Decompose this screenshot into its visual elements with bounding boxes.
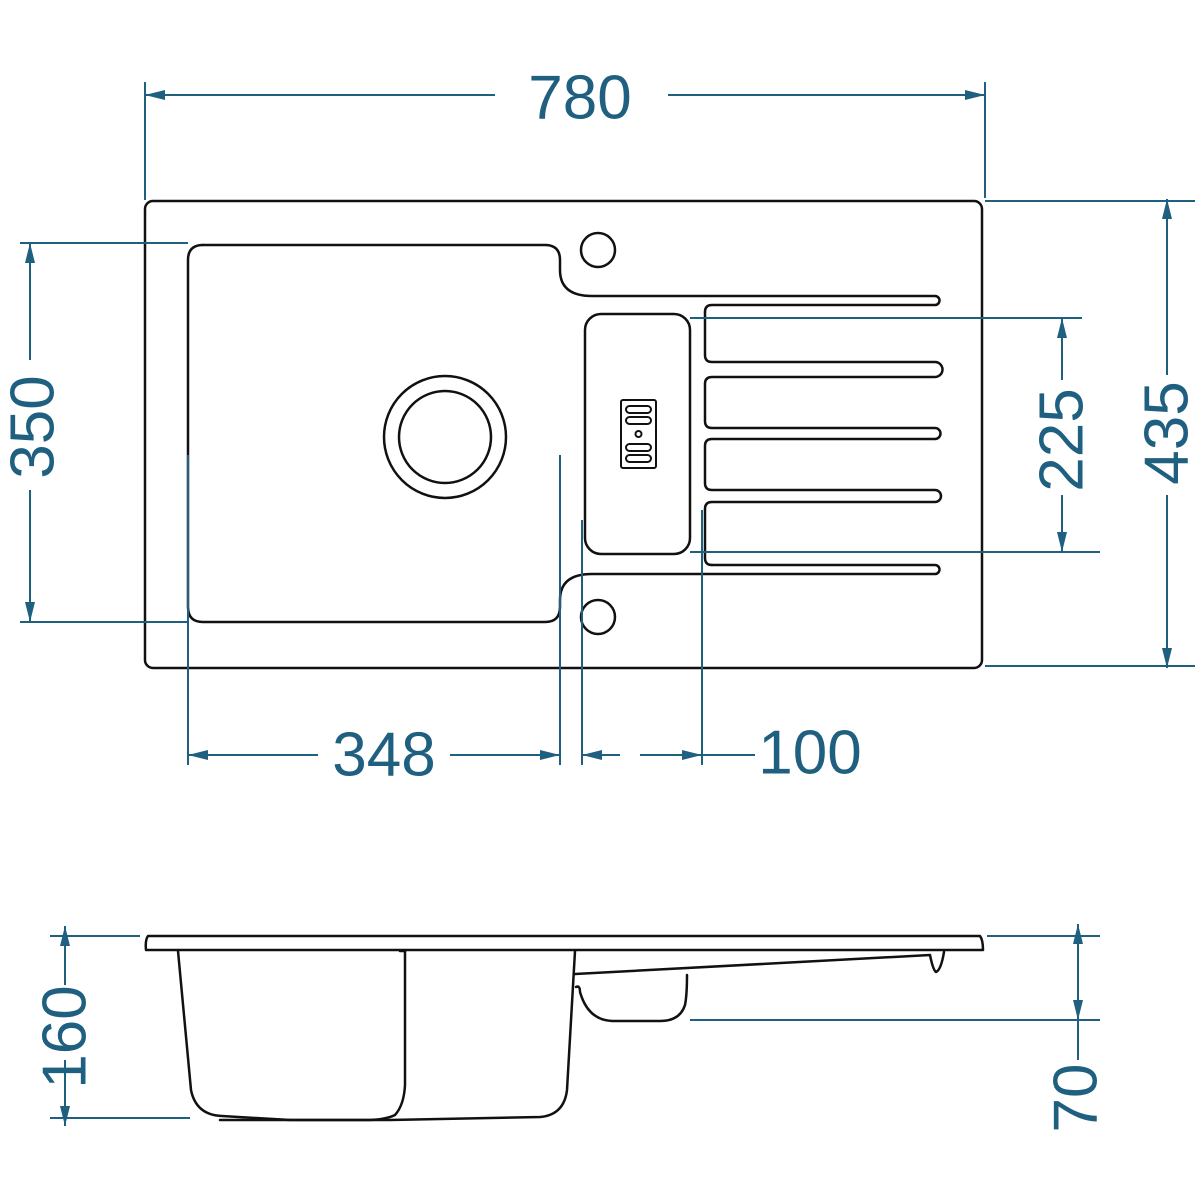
dim-small-bowl-length: 225 bbox=[690, 317, 1100, 553]
dim-small-bowl-width: 100 bbox=[581, 510, 862, 788]
label-780: 780 bbox=[528, 64, 631, 133]
side-drainer bbox=[573, 950, 946, 976]
dim-bowl-height: 160 bbox=[31, 926, 190, 1126]
label-348: 348 bbox=[332, 721, 435, 790]
tap-hole-bottom bbox=[579, 598, 617, 636]
drainer-ribs bbox=[703, 310, 944, 567]
label-435: 435 bbox=[1133, 381, 1200, 484]
dim-overall-width: 780 bbox=[144, 64, 986, 200]
strainer-waste bbox=[382, 374, 508, 500]
small-bowl bbox=[583, 312, 692, 556]
label-225: 225 bbox=[1028, 388, 1097, 491]
dim-bowl-depth: 350 bbox=[0, 242, 188, 623]
dim-overall-depth: 435 bbox=[985, 199, 1200, 668]
label-350: 350 bbox=[0, 375, 68, 478]
side-top-plate bbox=[144, 934, 985, 952]
side-view bbox=[144, 934, 985, 1122]
overflow bbox=[620, 399, 657, 469]
tap-hole-top bbox=[579, 231, 617, 269]
label-160: 160 bbox=[31, 985, 100, 1088]
side-main-bowl bbox=[176, 949, 407, 1122]
dim-small-bowl-height: 70 bbox=[690, 924, 1111, 1132]
side-small-bowl bbox=[574, 973, 689, 1023]
top-view bbox=[143, 199, 984, 670]
main-bowl-lower bbox=[186, 243, 941, 624]
label-100: 100 bbox=[758, 719, 861, 788]
side-main-bowl-right bbox=[218, 949, 577, 1122]
label-70: 70 bbox=[1042, 1064, 1111, 1133]
dim-bowl-width: 348 bbox=[187, 455, 561, 790]
sink-outline bbox=[143, 199, 984, 670]
main-bowl bbox=[201, 243, 941, 314]
